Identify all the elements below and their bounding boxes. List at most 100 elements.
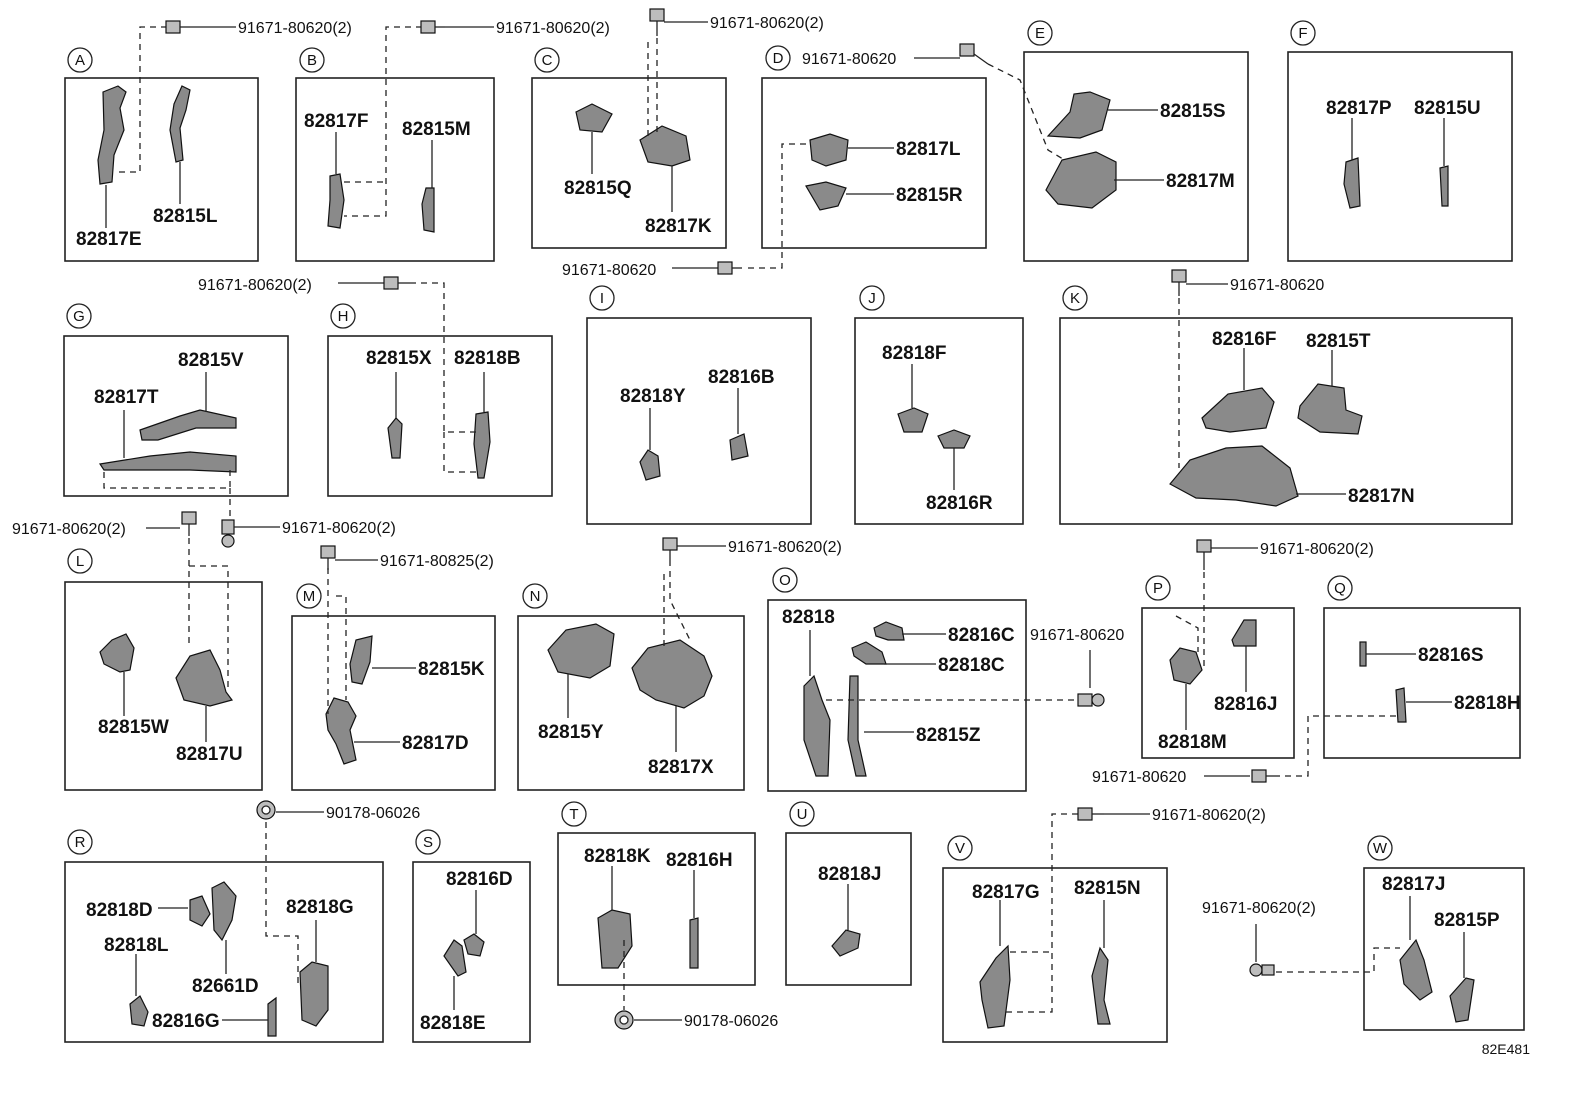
part-shape <box>299 961 329 1027</box>
group-r-label: R <box>75 834 86 851</box>
group-i-label: I <box>600 290 604 307</box>
part-shape <box>1439 165 1449 207</box>
part-shape <box>851 641 887 665</box>
part-number: 82816H <box>666 850 733 871</box>
part-shape <box>1449 977 1475 1023</box>
screw-icon <box>1171 269 1187 296</box>
part-number: 82817E <box>76 229 142 250</box>
part-number: 82818B <box>454 348 521 369</box>
fastener-label: 91671-80620(2) <box>710 15 824 32</box>
part-shape <box>1169 647 1203 685</box>
nut-icon <box>256 800 276 820</box>
part-shape <box>1395 687 1407 723</box>
part-number: 82818L <box>104 935 169 956</box>
part-shape <box>1399 938 1433 1001</box>
group-v-label: V <box>955 840 965 857</box>
group-t-label: T <box>569 806 578 823</box>
group-p-label: P <box>1153 580 1163 597</box>
part-shape <box>1046 91 1111 139</box>
part-number: 82817K <box>645 216 712 237</box>
fastener-label: 91671-80620(2) <box>198 277 312 294</box>
screw-icon <box>649 8 665 36</box>
group-a: A 82817E 82815L 91671-80620(2) <box>64 20 352 262</box>
part-shape <box>805 181 847 211</box>
part-shape <box>897 407 929 433</box>
group-w-label: W <box>1373 840 1388 857</box>
group-l-label: L <box>76 553 84 570</box>
fastener-label: 91671-80620(2) <box>728 539 842 556</box>
part-shape <box>463 933 485 957</box>
part-number: 82817U <box>176 744 243 765</box>
group-n-label: N <box>530 588 541 605</box>
part-shape <box>1359 641 1367 667</box>
part-shape <box>1201 387 1275 433</box>
screw-icon <box>959 43 989 65</box>
part-shape <box>1343 157 1361 209</box>
part-shape <box>267 996 277 1037</box>
part-number: 82818J <box>818 864 881 885</box>
part-shape <box>979 944 1011 1029</box>
reference-code: 82E481 <box>1482 1041 1530 1057</box>
part-number: 82817D <box>402 733 469 754</box>
group-n: N 82815Y 82817X 91671-80620(2) <box>517 537 842 791</box>
part-number: 82817G <box>972 882 1040 903</box>
part-shape <box>639 125 691 167</box>
part-number: 82817J <box>1382 874 1445 895</box>
group-k: K 82816F 82815T 82817N 91671-80620 <box>1059 269 1513 525</box>
part-shape <box>139 409 237 441</box>
fastener-label: 91671-80620(2) <box>238 20 352 37</box>
part-shape <box>327 173 345 229</box>
part-number: 82817F <box>304 111 368 132</box>
part-shape <box>729 433 749 461</box>
part-shape <box>831 929 861 957</box>
part-number: 82815S <box>1160 101 1226 122</box>
group-g-label: G <box>73 308 85 325</box>
part-number: 82816D <box>446 869 513 890</box>
part-shape <box>597 909 633 969</box>
group-s-label: S <box>423 834 433 851</box>
part-shape <box>211 881 237 942</box>
part-shape <box>97 85 127 185</box>
part-shape <box>129 995 149 1027</box>
screw-icon <box>1077 693 1105 707</box>
group-j-label: J <box>868 290 876 307</box>
part-number: 82816S <box>1418 645 1484 666</box>
fastener-label: 91671-80620 <box>1230 277 1324 294</box>
group-g: G 82815V 82817T <box>63 303 289 497</box>
part-number: 82818K <box>584 846 651 867</box>
group-e: E 82815S 82817M <box>1023 20 1249 262</box>
group-v: V 82817G 82815N 91671-80620(2) <box>942 807 1266 1043</box>
group-d: D 82817L 82815R 91671-80620 91671-80620 <box>562 43 1069 279</box>
part-number: 82815L <box>153 206 218 227</box>
group-j: J 82818F 82816R <box>854 285 1024 525</box>
group-d-label: D <box>773 50 784 67</box>
part-number: 82815R <box>896 185 963 206</box>
group-t: T 82818K 82816H 90178-06026 <box>557 801 778 1030</box>
fastener-label: 90178-06026 <box>684 1013 778 1030</box>
group-f-label: F <box>1298 25 1307 42</box>
group-u-label: U <box>797 806 808 823</box>
screw-icon <box>383 276 410 290</box>
part-shape <box>547 623 615 679</box>
part-shape <box>937 429 971 449</box>
part-shape <box>873 621 905 641</box>
part-shape <box>1169 445 1299 507</box>
group-a-label: A <box>75 52 85 69</box>
part-number: 82816C <box>948 625 1015 646</box>
screw-icon <box>1251 769 1280 783</box>
group-b-label: B <box>307 52 317 69</box>
part-number: 82818F <box>882 343 946 364</box>
screw-icon <box>1077 807 1104 821</box>
screw-icon <box>320 545 336 570</box>
group-i: I 82818Y 82816B <box>586 285 812 525</box>
screw-icon <box>717 261 742 275</box>
group-q-label: Q <box>1334 580 1346 597</box>
screw-icon <box>662 537 678 560</box>
part-number: 82815V <box>178 350 244 371</box>
screw-icon <box>420 20 445 34</box>
part-shape <box>443 939 467 977</box>
fastener-label: 91671-80620(2) <box>496 20 610 37</box>
group-m-label: M <box>303 588 316 605</box>
group-p: P 82818M 82816J 91671-80620(2) <box>1141 539 1374 759</box>
